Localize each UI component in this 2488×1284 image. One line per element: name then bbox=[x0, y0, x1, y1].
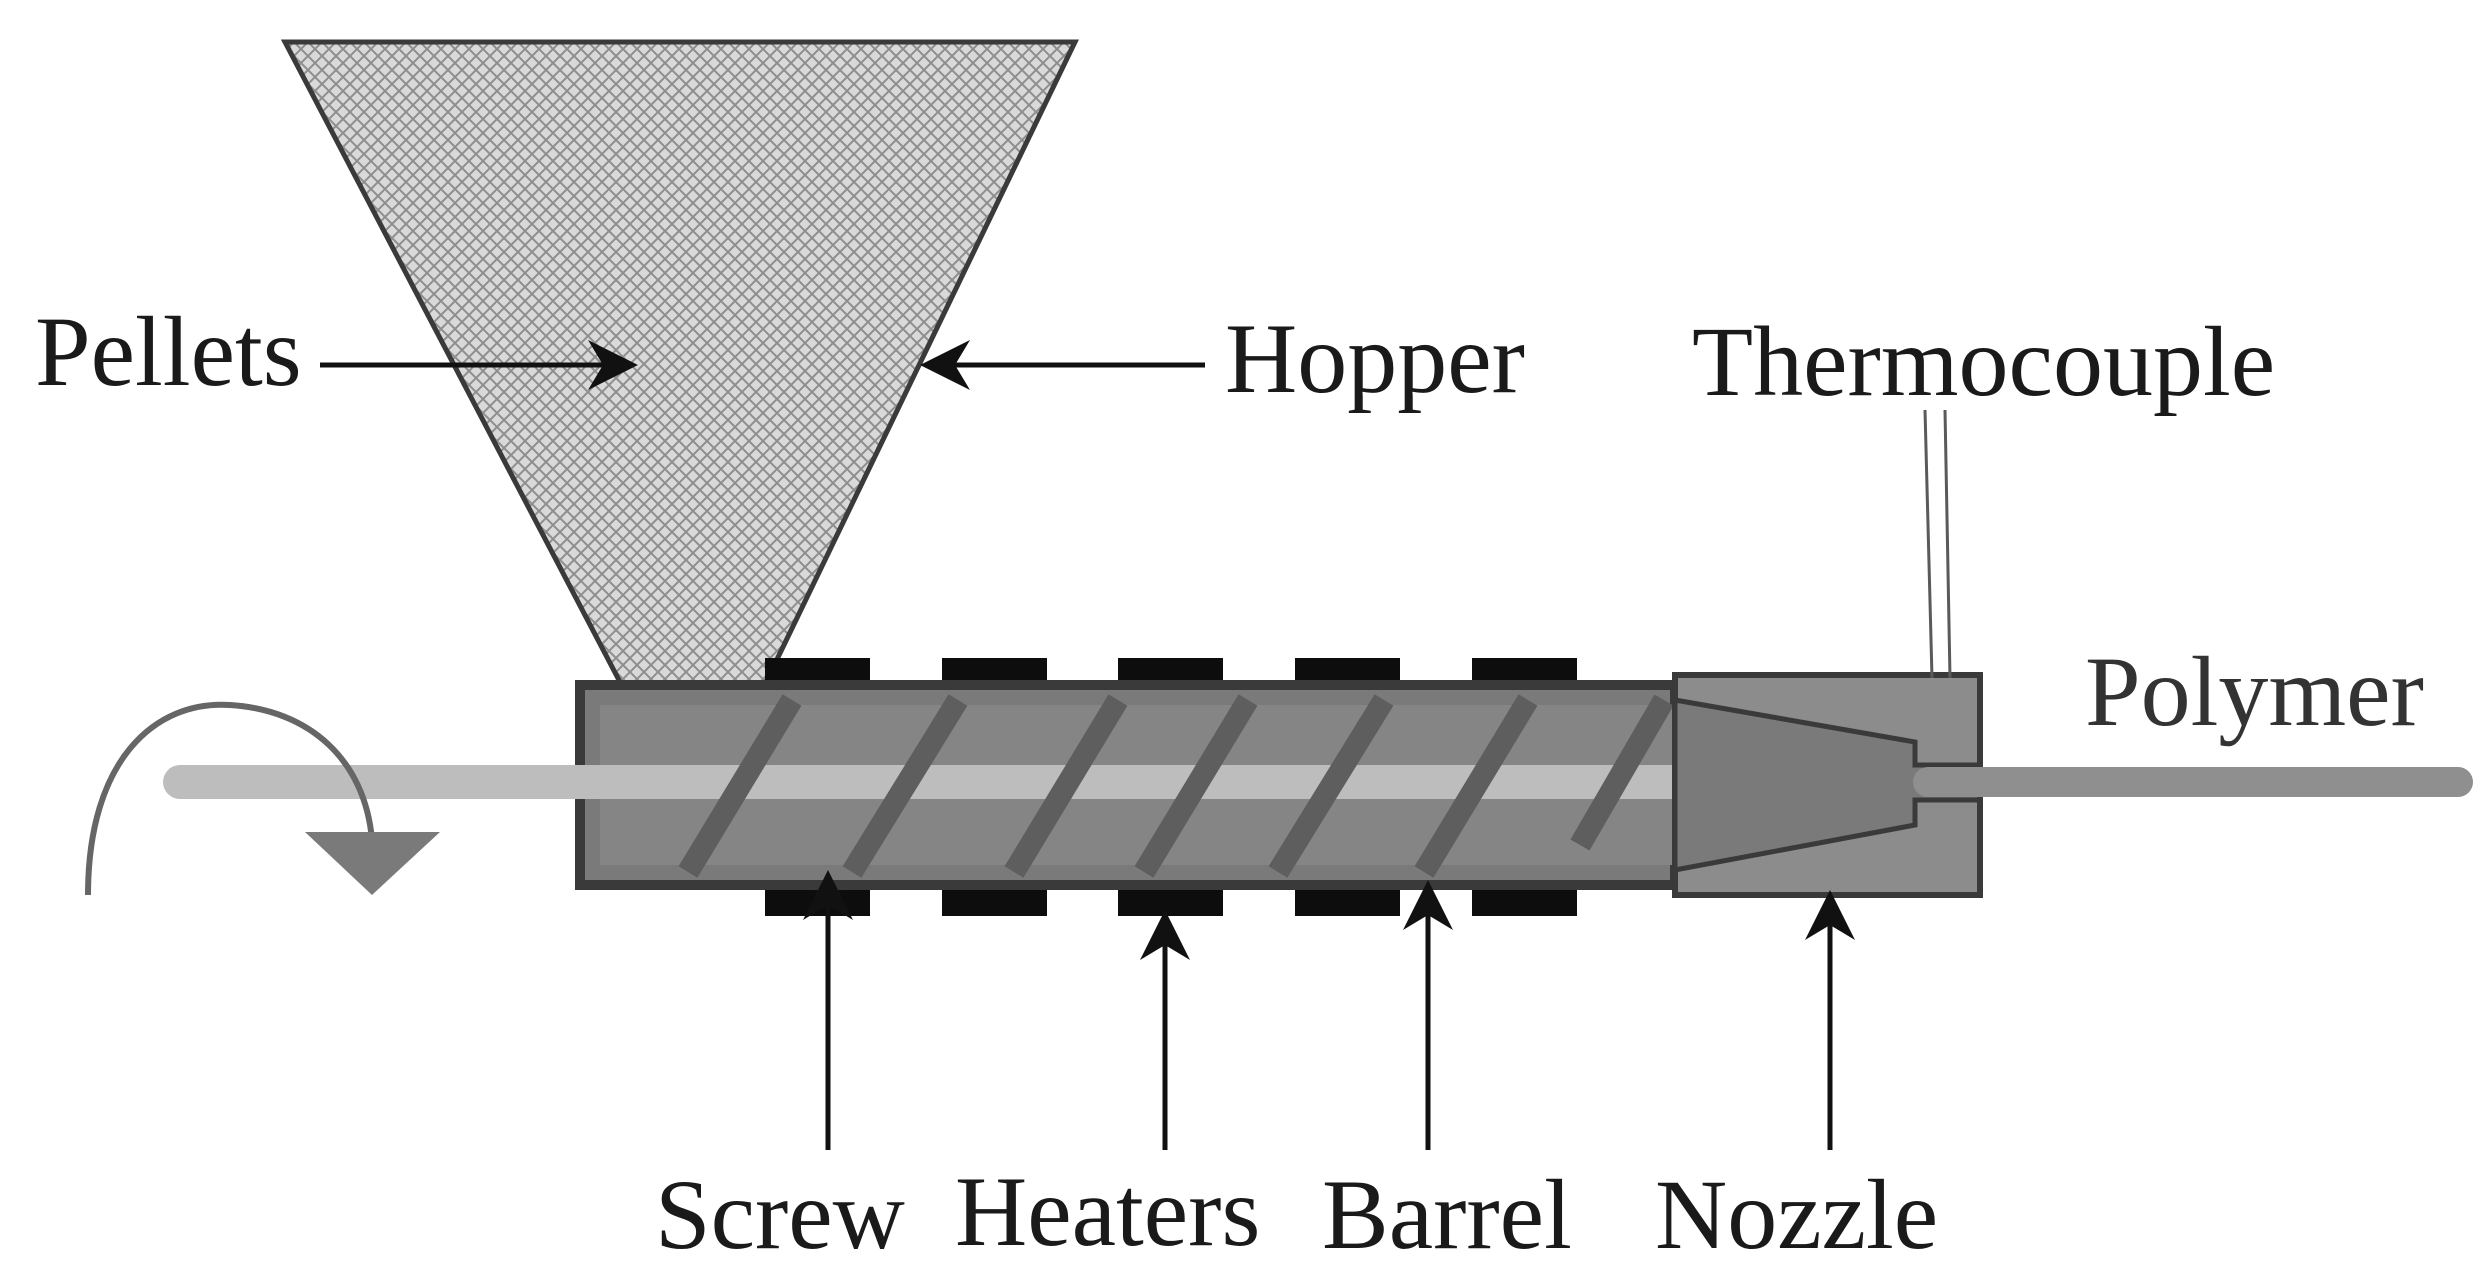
label-thermocouple: Thermocouple bbox=[1692, 306, 2275, 417]
nozzle-taper bbox=[1672, 697, 1983, 874]
label-nozzle: Nozzle bbox=[1655, 1159, 1938, 1270]
thermocouple-wires bbox=[1923, 409, 1952, 679]
screw-flight-6 bbox=[1414, 694, 1538, 878]
label-barrel: Barrel bbox=[1322, 1159, 1572, 1270]
label-pellets: Pellets bbox=[35, 296, 302, 407]
screw-flight-1 bbox=[678, 694, 802, 878]
label-screw: Screw bbox=[655, 1159, 905, 1270]
hopper bbox=[280, 39, 1079, 708]
label-polymer: Polymer bbox=[2085, 636, 2424, 747]
screw-flight-5 bbox=[1268, 694, 1394, 878]
screw-flight-3 bbox=[1004, 694, 1128, 878]
screw-flight-7 bbox=[1570, 694, 1674, 851]
screw-flight-4 bbox=[1134, 694, 1258, 878]
label-hopper: Hopper bbox=[1225, 303, 1525, 414]
label-heaters: Heaters bbox=[955, 1156, 1260, 1267]
screw-flights bbox=[678, 694, 1674, 878]
leader-arrows bbox=[320, 340, 1855, 1150]
screw-flight-2 bbox=[842, 694, 968, 878]
rotation-arrow bbox=[85, 701, 440, 896]
